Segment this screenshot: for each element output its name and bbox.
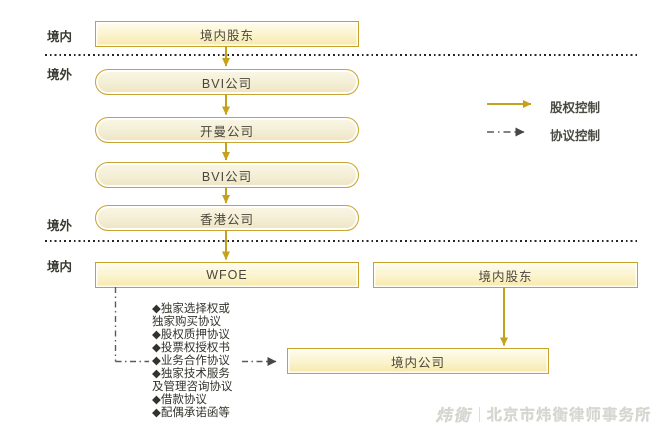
agreement-item: ◆配偶承诺函等 bbox=[152, 407, 230, 419]
node-cayman-company: 开曼公司 bbox=[95, 117, 359, 143]
weiheng-logo-mark: 炜衡 bbox=[435, 408, 472, 425]
region-label-offshore-top: 境外 bbox=[47, 68, 73, 82]
agreement-item: ◆股权质押协议 bbox=[152, 329, 230, 341]
border-separator-bottom bbox=[45, 240, 637, 242]
node-domestic-shareholders-top: 境内股东 bbox=[95, 21, 359, 47]
legend-label-equity-control: 股权控制 bbox=[550, 101, 601, 115]
legend-label-contract-control: 协议控制 bbox=[550, 129, 601, 143]
node-domestic-shareholders-right: 境内股东 bbox=[373, 262, 638, 288]
region-label-offshore-bottom: 境外 bbox=[47, 219, 73, 233]
node-hongkong-company: 香港公司 bbox=[95, 205, 359, 231]
node-domestic-company: 境内公司 bbox=[287, 348, 549, 374]
agreement-item: 独家购买协议 bbox=[152, 316, 221, 328]
region-label-domestic-top: 境内 bbox=[47, 30, 73, 44]
agreement-item: ◆独家技术服务 bbox=[152, 368, 230, 380]
agreement-item: 及管理咨询协议 bbox=[152, 381, 233, 393]
agreement-item: ◆投票权授权书 bbox=[152, 342, 230, 354]
agreement-item: ◆借款协议 bbox=[152, 394, 207, 406]
agreement-item: ◆独家选择权或 bbox=[152, 303, 230, 315]
node-bvi-company-1: BVI公司 bbox=[95, 69, 359, 95]
region-label-domestic-bottom: 境内 bbox=[47, 260, 73, 274]
agreement-list: ◆独家选择权或 独家购买协议 ◆股权质押协议 ◆投票权授权书 ◆业务合作协议 ◆… bbox=[152, 303, 233, 420]
agreement-item: ◆业务合作协议 bbox=[152, 355, 230, 367]
watermark-firm-name: 北京市炜衡律师事务所 bbox=[486, 406, 652, 424]
node-wfoe: WFOE bbox=[95, 262, 359, 288]
border-separator-top bbox=[45, 54, 637, 56]
watermark: 炜衡 北京市炜衡律师事务所 bbox=[436, 402, 652, 426]
watermark-divider bbox=[478, 406, 480, 422]
node-bvi-company-2: BVI公司 bbox=[95, 162, 359, 188]
